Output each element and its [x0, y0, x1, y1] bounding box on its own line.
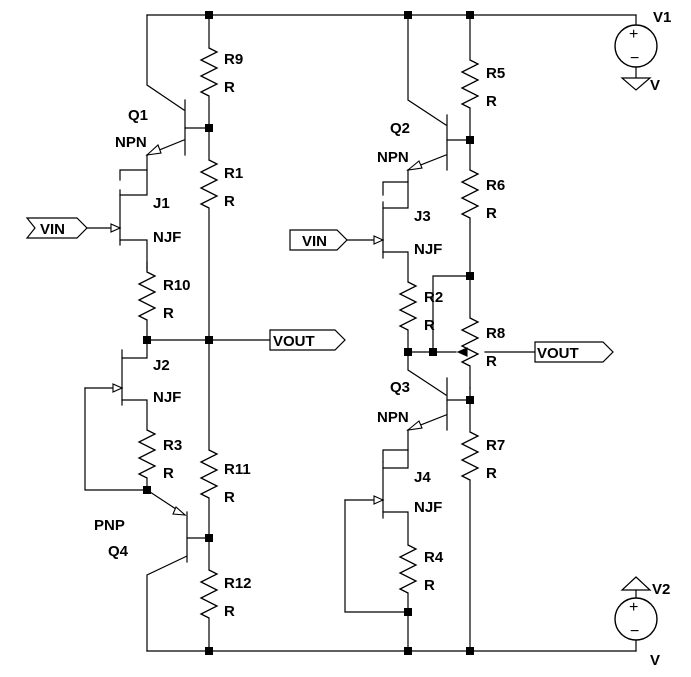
vout-label-left: VOUT — [273, 333, 315, 350]
r3-ref: R3 — [163, 437, 182, 454]
voltage-source-v1: + − V1 V — [614, 9, 671, 94]
vout-flag-right: VOUT — [534, 341, 614, 363]
q4-ref: Q4 — [108, 543, 129, 560]
vout-label-right: VOUT — [537, 345, 579, 362]
q3-ref: Q3 — [390, 379, 410, 396]
vout-flag-left: VOUT — [269, 329, 346, 351]
r11-ref: R11 — [224, 461, 251, 478]
q2-value: NPN — [377, 149, 409, 166]
q3-j4-wire — [382, 429, 409, 463]
r10-value: R — [163, 305, 174, 322]
voltage-source-v2: + − V2 V — [614, 576, 670, 669]
r4-ref: R4 — [424, 549, 444, 566]
j4-value: NJF — [414, 499, 442, 516]
v1-value: V — [650, 77, 660, 94]
r8-ref: R8 — [486, 325, 505, 342]
transistor-q4 — [146, 489, 210, 652]
r10-ref: R10 — [163, 277, 191, 294]
j1-value: NJF — [153, 229, 181, 246]
q2-j3-wire — [382, 169, 409, 196]
resistor-r10 — [137, 261, 157, 341]
q3-collector-wire — [407, 351, 447, 396]
resistor-r7 — [460, 387, 480, 652]
v2-ref: V2 — [652, 581, 670, 598]
r12-ref: R12 — [224, 575, 252, 592]
resistor-r11 — [199, 449, 219, 571]
jfet-j3 — [344, 181, 409, 283]
q3-value: NPN — [377, 409, 409, 426]
r11-value: R — [224, 489, 235, 506]
v1-plus: + — [629, 26, 638, 43]
q1-collector-wire — [146, 14, 185, 111]
q1-value: NPN — [115, 134, 147, 151]
q1-j1-wire — [119, 154, 148, 181]
r8-value: R — [486, 353, 497, 370]
q3-emitter-arrow — [406, 420, 423, 431]
vin-label-right: VIN — [302, 233, 327, 250]
jfet-j2 — [84, 339, 148, 491]
j4-ref: J4 — [414, 469, 431, 486]
bottom-rail — [146, 640, 637, 652]
resistor-r5 — [460, 14, 480, 171]
resistor-r1 — [199, 159, 219, 451]
jfet-j4 — [344, 449, 409, 613]
r3-value: R — [163, 465, 174, 482]
vin-flag-right: VIN — [289, 229, 348, 251]
j2-ref: J2 — [153, 357, 170, 374]
resistor-r12 — [199, 569, 219, 652]
j2-value: NJF — [153, 389, 181, 406]
resistor-r9 — [199, 14, 219, 161]
r1-ref: R1 — [224, 165, 243, 182]
left-junctions — [143, 11, 213, 655]
r1-value: R — [224, 193, 235, 210]
right-junctions — [404, 11, 474, 655]
q2-collector-wire — [407, 14, 447, 126]
r9-value: R — [224, 79, 235, 96]
v1-minus: − — [630, 50, 639, 67]
r5-ref: R5 — [486, 65, 505, 82]
q2-ref: Q2 — [390, 120, 410, 137]
j3-ref: J3 — [414, 208, 431, 225]
resistor-r8 — [432, 275, 536, 389]
v2-minus: − — [630, 623, 639, 640]
q4-value: PNP — [94, 517, 125, 534]
resistor-r4 — [398, 544, 418, 652]
r2-ref: R2 — [424, 289, 443, 306]
r6-value: R — [486, 205, 497, 222]
r9-ref: R9 — [224, 51, 243, 68]
r6-ref: R6 — [486, 177, 505, 194]
r5-value: R — [486, 93, 497, 110]
j3-value: NJF — [414, 241, 442, 258]
jfet-j1 — [84, 169, 148, 271]
vin-flag-left: VIN — [25, 217, 88, 239]
vin-label-left: VIN — [40, 221, 65, 238]
q1-ref: Q1 — [128, 107, 148, 124]
v2-value: V — [650, 652, 660, 669]
q1-emitter-arrow — [145, 144, 162, 156]
r2-value: R — [424, 317, 435, 334]
top-rail — [146, 14, 637, 26]
q2-emitter-arrow — [406, 160, 423, 171]
v1-ref: V1 — [653, 9, 671, 26]
j1-ref: J1 — [153, 195, 170, 212]
r7-value: R — [486, 465, 497, 482]
resistor-r6 — [460, 169, 480, 277]
resistor-r3 — [137, 429, 157, 491]
r4-value: R — [424, 577, 435, 594]
r7-ref: R7 — [486, 437, 505, 454]
v2-plus: + — [629, 599, 638, 616]
r12-value: R — [224, 603, 235, 620]
